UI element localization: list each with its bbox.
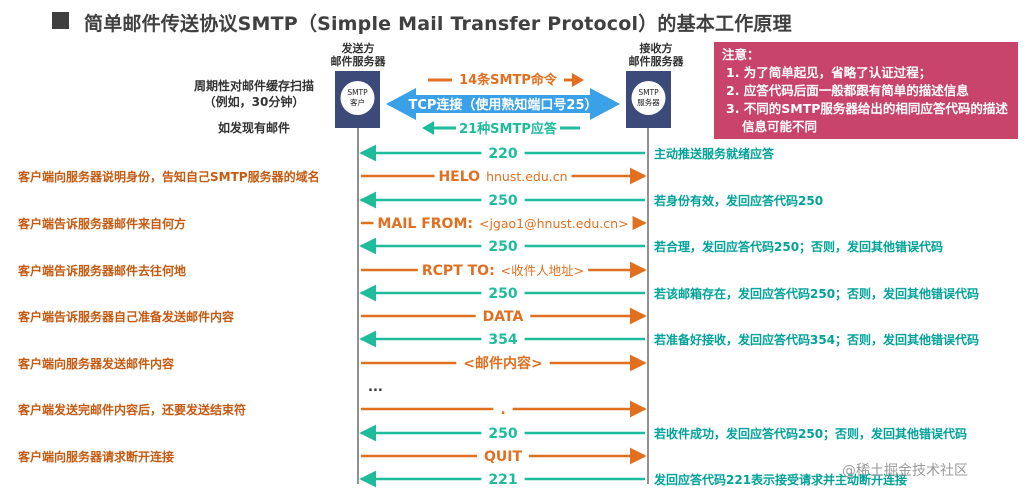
response-code-label: 250 [488, 193, 517, 209]
message-label-bg [481, 283, 525, 302]
server-step-label: 若合理，发回应答代码250；否则，发回其他错误代码 [654, 240, 944, 254]
message-label-bg [434, 166, 572, 185]
message-keyword: 250 [488, 426, 517, 442]
response-code-label: 250 [488, 286, 517, 302]
message-label-bg [476, 446, 530, 465]
message-keyword: 250 [488, 286, 517, 302]
message-keyword: HELO [438, 169, 480, 185]
commands-label-bg [452, 70, 564, 88]
page-title: 简单邮件传送协议SMTP（Simple Mail Transfer Protoc… [84, 13, 792, 35]
client-step-label: 客户端向服务器发送邮件内容 [18, 357, 175, 371]
responses-label: 21种SMTP应答 [459, 121, 558, 137]
command-label: DATA [483, 309, 524, 325]
message-keyword: 354 [488, 332, 517, 348]
note-box: 注意： 1. 为了简单起见，省略了认证过程； 2. 应答代码后面一般都跟有简单的… [714, 42, 1018, 139]
message-keyword: <邮件内容> [463, 355, 542, 372]
message-keyword: MAIL FROM: [377, 216, 473, 232]
server-step-label: 若身份有效，发回应答代码250 [654, 194, 824, 208]
client-circle-icon [340, 81, 375, 115]
server-step-label: 若该邮箱存在，发回应答代码250；否则，发回其他错误代码 [654, 287, 980, 301]
server-step-label: 若准备好接收，发回应答代码354；否则，发回其他错误代码 [654, 333, 980, 347]
command-label: MAIL FROM: <jgao1@hnust.edu.cn> [377, 216, 628, 232]
client-icon-text1: SMTP [347, 88, 368, 97]
server-label: 接收方 邮件服务器 [615, 42, 697, 68]
server-label-line2: 邮件服务器 [628, 55, 684, 68]
message-keyword: 220 [488, 146, 517, 162]
tcp-label: TCP连接（使用熟知端口号25） [408, 97, 597, 113]
server-icon-text2: 服务器 [637, 97, 660, 107]
note-item-3: 3. 不同的SMTP服务器给出的相同应答代码的描述信息可能不同 [726, 101, 1008, 134]
client-step-label: 客户端发送完邮件内容后，还要发送结束符 [18, 403, 247, 417]
scan-note-line3: 如发现有邮件 [217, 121, 290, 135]
response-code-label: 354 [488, 332, 517, 348]
command-label: HELO hnust.edu.cn [438, 169, 567, 185]
message-label-bg [417, 260, 589, 279]
server-step-label: 发回应答代码221表示接受请求并主动断开连接 [654, 473, 908, 487]
client-node: SMTP 客户 [335, 71, 380, 128]
message-label-bg [475, 306, 531, 325]
client-icon-text2: 客户 [350, 97, 365, 107]
command-label: <邮件内容> [463, 355, 542, 372]
client-step-label: 客户端向服务器请求断开连接 [18, 450, 175, 464]
message-keyword: . [500, 402, 505, 418]
connection-group: 14条SMTP命令 TCP连接（使用熟知端口号25） 21种SMTP应答 [386, 70, 620, 137]
responses-arrowhead [422, 121, 434, 135]
message-label-bg [481, 236, 525, 255]
message-keyword: 221 [488, 472, 517, 488]
client-label-line2: 邮件服务器 [330, 55, 386, 68]
message-label-bg [456, 353, 550, 372]
scan-note-line1: 周期性对邮件缓存扫描 [193, 79, 314, 93]
message-argument: hnust.edu.cn [486, 169, 567, 184]
title-bullet [52, 12, 69, 29]
client-label: 发送方 邮件服务器 [318, 42, 398, 68]
message-argument: <jgao1@hnust.edu.cn> [479, 216, 629, 231]
note-item-1: 1. 为了简单起见，省略了认证过程； [726, 65, 932, 80]
message-label-bg [481, 190, 525, 209]
message-label-bg [493, 399, 513, 418]
message-argument: <收件人地址> [501, 263, 584, 278]
message-keyword: 250 [488, 239, 517, 255]
server-step-label: 主动推送服务就绪应答 [654, 147, 775, 161]
response-code-label: 250 [488, 426, 517, 442]
message-label-bg [481, 143, 525, 162]
note-heading: 注意： [722, 47, 760, 62]
message-keyword: DATA [483, 309, 524, 325]
scan-note-line2: （例如，30分钟） [203, 95, 305, 109]
client-step-label: 客户端告诉服务器自己准备发送邮件内容 [18, 310, 235, 324]
server-step-label: 若收件成功，发回应答代码250；否则，发回其他错误代码 [654, 427, 968, 441]
note-item-2: 2. 应答代码后面一般都跟有简单的描述信息 [726, 83, 969, 98]
message-label-bg [481, 469, 525, 488]
watermark: @稀土掘金技术社区 [842, 463, 968, 479]
server-circle-icon [631, 81, 666, 115]
commands-arrowhead [572, 73, 584, 87]
message-keyword: QUIT [484, 449, 522, 465]
tcp-double-arrow [386, 88, 620, 120]
commands-label: 14条SMTP命令 [459, 72, 558, 88]
response-code-label: 220 [488, 146, 517, 162]
ellipsis-text: ... [368, 380, 383, 395]
response-code-label: 250 [488, 239, 517, 255]
client-step-label: 客户端告诉服务器邮件去往何地 [18, 264, 187, 278]
client-step-label: 客户端向服务器说明身份，告知自己SMTP服务器的域名 [18, 170, 320, 184]
server-icon-text1: SMTP [638, 88, 659, 97]
responses-label-bg [456, 119, 560, 137]
client-label-line1: 发送方 [341, 42, 375, 55]
client-step-label: 客户端告诉服务器邮件来自何方 [18, 217, 187, 231]
command-label: RCPT TO: <收件人地址> [422, 263, 584, 279]
message-keyword: RCPT TO: [422, 263, 495, 279]
command-label: . [500, 402, 505, 418]
server-node: SMTP 服务器 [626, 71, 671, 128]
scan-note: 周期性对邮件缓存扫描 （例如，30分钟） 如发现有邮件 [190, 78, 318, 136]
response-code-label: 221 [488, 472, 517, 488]
message-label-bg [481, 329, 525, 348]
server-label-line1: 接收方 [639, 42, 673, 55]
message-label-bg [481, 423, 525, 442]
message-label-bg [373, 213, 633, 232]
command-label: QUIT [484, 449, 522, 465]
message-keyword: 250 [488, 193, 517, 209]
